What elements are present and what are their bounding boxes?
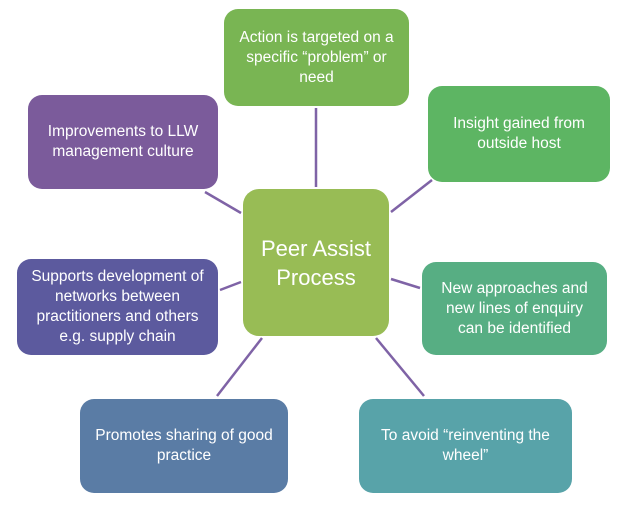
node-networks-development: Supports development of networks between… <box>17 259 218 355</box>
node-targeted-action-label: Action is targeted on a specific “proble… <box>239 28 394 86</box>
connector-bottom-left <box>216 337 263 397</box>
center-node-line-2: Process <box>276 264 356 290</box>
node-llw-management-culture: Improvements to LLW management culture <box>28 95 218 189</box>
connector-right <box>390 277 421 290</box>
node-targeted-action: Action is targeted on a specific “proble… <box>224 9 409 106</box>
connector-left <box>219 280 242 292</box>
node-llw-management-culture-label: Improvements to LLW management culture <box>47 123 199 160</box>
node-sharing-good-practice: Promotes sharing of good practice <box>80 399 288 493</box>
center-node-line-1: Peer Assist <box>260 235 372 261</box>
node-new-approaches: New approaches and new lines of enquiry … <box>422 262 607 355</box>
node-insight-outside-host: Insight gained from outside host <box>428 86 610 182</box>
center-node-peer-assist-process: Peer Assist Process <box>243 189 389 336</box>
node-avoid-reinventing: To avoid “reinventing the wheel” <box>359 399 572 493</box>
node-insight-outside-host-label: Insight gained from outside host <box>453 115 585 152</box>
connector-bottom-right <box>375 337 425 397</box>
node-sharing-good-practice-label: Promotes sharing of good practice <box>95 427 273 464</box>
node-avoid-reinventing-label: To avoid “reinventing the wheel” <box>381 427 550 464</box>
connector-top-right <box>390 179 433 213</box>
node-networks-development-label: Supports development of networks between… <box>31 268 204 345</box>
connector-top-left <box>204 190 242 215</box>
node-new-approaches-label: New approaches and new lines of enquiry … <box>441 279 588 337</box>
